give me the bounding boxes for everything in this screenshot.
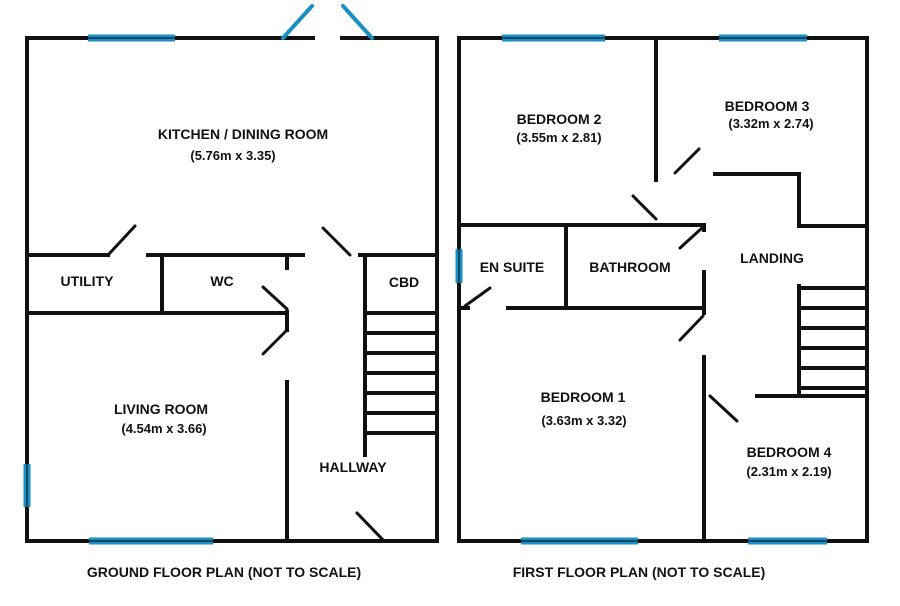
first-floor-interior-walls <box>457 36 869 543</box>
ground-floor-caption: GROUND FLOOR PLAN (NOT TO SCALE) <box>87 564 361 580</box>
hallway-label: HALLWAY <box>319 459 387 475</box>
bedroom1-door <box>678 314 705 342</box>
bathroom-label: BATHROOM <box>589 259 670 275</box>
kitchen-hall-door <box>321 226 352 257</box>
patio-door-right <box>341 4 374 40</box>
bedroom3-door <box>673 147 701 175</box>
living-room-size: (4.54m x 3.66) <box>121 421 206 436</box>
first-floor-doors <box>463 147 739 423</box>
living-room-label: LIVING ROOM <box>114 401 208 417</box>
first-floor-caption: FIRST FLOOR PLAN (NOT TO SCALE) <box>513 564 766 580</box>
bedroom4-door <box>708 394 739 423</box>
bedroom2-door <box>631 194 658 221</box>
kitchen-label: KITCHEN / DINING ROOM <box>158 126 328 142</box>
utility-label: UTILITY <box>61 273 115 289</box>
wc-door <box>261 285 289 311</box>
bedroom3-label: BEDROOM 3 <box>725 98 810 114</box>
ensuite-label: EN SUITE <box>480 259 545 275</box>
utility-door <box>106 224 137 257</box>
living-room-door <box>261 328 289 356</box>
first-floor-labels: BEDROOM 2 (3.55m x 2.81) BEDROOM 3 (3.32… <box>480 98 832 580</box>
cbd-label: CBD <box>389 274 419 290</box>
bathroom-door <box>678 226 704 250</box>
ground-floor-plan: KITCHEN / DINING ROOM (5.76m x 3.35) UTI… <box>23 4 439 580</box>
ground-floor-doors <box>106 224 386 543</box>
wc-label: WC <box>210 273 233 289</box>
front-door <box>355 511 386 543</box>
patio-door-left <box>281 4 314 40</box>
ground-floor-interior-walls <box>25 253 439 543</box>
kitchen-size: (5.76m x 3.35) <box>190 148 275 163</box>
bedroom3-size: (3.32m x 2.74) <box>728 116 813 131</box>
bedroom1-size: (3.63m x 3.32) <box>541 413 626 428</box>
bedroom1-label: BEDROOM 1 <box>541 389 626 405</box>
bedroom4-size: (2.31m x 2.19) <box>746 464 831 479</box>
ensuite-door <box>463 286 492 308</box>
landing-label: LANDING <box>740 250 804 266</box>
ground-floor-labels: KITCHEN / DINING ROOM (5.76m x 3.35) UTI… <box>61 126 420 580</box>
bedroom2-label: BEDROOM 2 <box>517 111 602 127</box>
bedroom4-label: BEDROOM 4 <box>747 444 832 460</box>
ground-floor-windows <box>23 4 374 545</box>
first-floor-plan: BEDROOM 2 (3.55m x 2.81) BEDROOM 3 (3.32… <box>455 34 869 580</box>
bedroom2-size: (3.55m x 2.81) <box>516 130 601 145</box>
first-floor-windows <box>455 34 827 545</box>
